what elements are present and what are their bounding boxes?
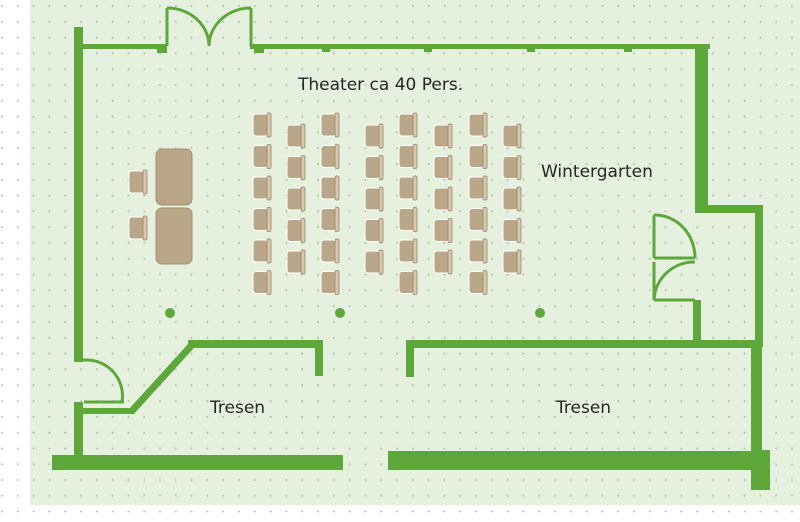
chair (433, 155, 453, 180)
chair (433, 186, 453, 212)
door-right-double (652, 213, 697, 302)
chair (286, 218, 306, 243)
tables (155, 148, 193, 265)
chair (128, 215, 148, 241)
label-tresen-left: Tresen (209, 398, 265, 418)
chair (320, 144, 340, 169)
chair (502, 186, 522, 212)
door-bottom-left (78, 358, 124, 404)
chair (398, 175, 418, 201)
chair (364, 155, 384, 180)
chair (364, 218, 384, 243)
table (155, 207, 193, 265)
chair (502, 249, 522, 275)
chair (320, 207, 340, 232)
chair (286, 186, 306, 212)
chair (502, 155, 522, 180)
chair (128, 169, 148, 195)
chair (433, 249, 453, 275)
chair (433, 123, 453, 149)
chair (252, 175, 272, 201)
chair (468, 112, 488, 138)
chair (398, 112, 418, 138)
chair (468, 175, 488, 201)
chair (398, 270, 418, 295)
chair (252, 238, 272, 264)
chair (286, 155, 306, 180)
chair (252, 144, 272, 169)
chair (320, 112, 340, 138)
chair (468, 207, 488, 232)
walls (52, 27, 770, 490)
chair (468, 238, 488, 264)
chair (286, 249, 306, 275)
chair (364, 249, 384, 275)
chair (468, 270, 488, 295)
chair (502, 218, 522, 243)
label-wintergarten: Wintergarten (541, 162, 653, 182)
chair (364, 123, 384, 149)
door-top-double (165, 6, 253, 47)
chair (398, 238, 418, 264)
chair (398, 207, 418, 232)
chair (320, 270, 340, 295)
chair (502, 123, 522, 149)
chairs (128, 112, 522, 295)
chair (398, 144, 418, 169)
chair (320, 238, 340, 264)
chair (364, 186, 384, 212)
chair (252, 112, 272, 138)
label-theater: Theater ca 40 Pers. (297, 75, 463, 95)
chair (286, 123, 306, 149)
chair (252, 207, 272, 232)
table (155, 148, 193, 206)
chair (433, 218, 453, 243)
label-tresen-right: Tresen (555, 398, 611, 418)
pillars (165, 308, 545, 318)
chair (252, 270, 272, 295)
chair (320, 175, 340, 201)
chair (468, 144, 488, 169)
